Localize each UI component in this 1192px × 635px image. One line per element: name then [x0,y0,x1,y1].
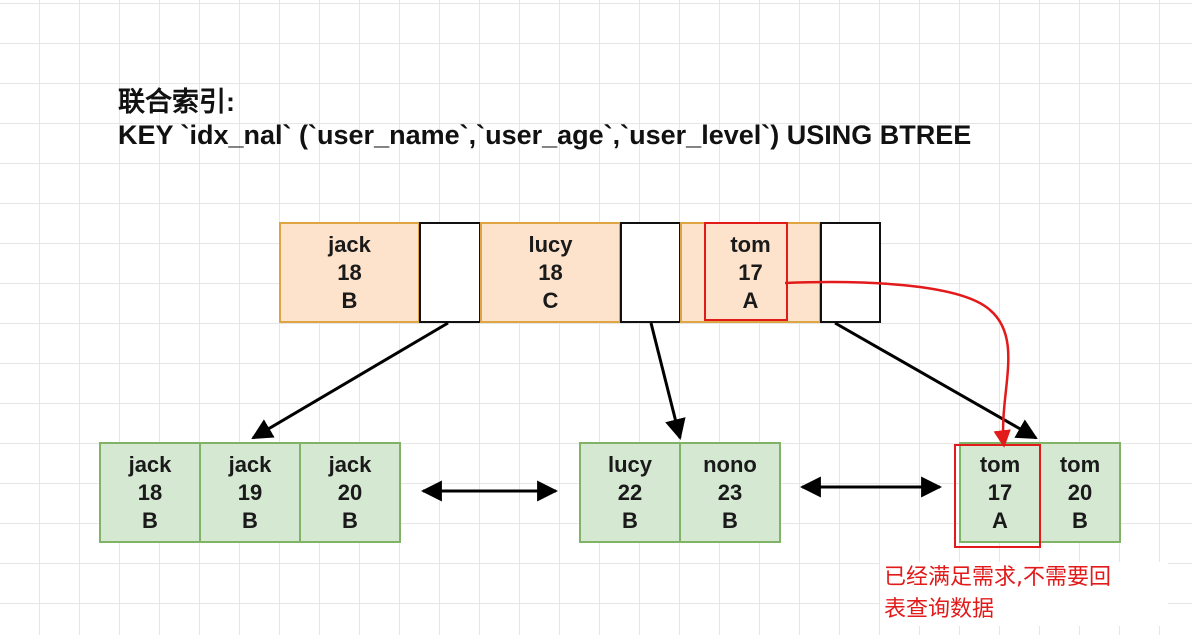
key-name: jack [228,451,272,477]
pointer-arrow-middle [649,322,686,441]
key-name: jack [128,451,172,477]
leaf-key: jack 18 B [99,442,201,543]
key-age: 18 [538,259,563,285]
key-age: 17 [738,259,763,285]
note-line-2: 表查询数据 [884,597,995,622]
key-age: 19 [237,479,263,505]
key-level: B [722,507,738,533]
highlight-box-root [704,222,788,321]
key-level: C [542,287,559,313]
pointer-arrow-left [251,321,449,440]
diagram-title: 联合索引: KEY `idx_nal` (`user_name`,`user_a… [118,86,971,152]
key-name: tom [1059,451,1101,477]
key-age: 22 [617,479,643,505]
covering-index-arrow [784,280,1011,448]
leaf-key: tom 20 B [1039,442,1121,543]
key-name: lucy [528,231,573,257]
title-heading: 联合索引: [118,87,235,117]
root-key-tom: tom 17 A [680,222,821,323]
key-name: jack [328,451,372,477]
key-level: B [342,507,358,533]
key-level: B [242,507,258,533]
key-name: nono [703,451,757,477]
root-pointer-3 [820,222,881,323]
index-definition: KEY `idx_nal` (`user_name`,`user_age`,`u… [118,120,972,150]
key-age: 20 [1067,479,1093,505]
key-age: 17 [987,479,1013,505]
key-level: B [341,287,358,313]
root-key-jack: jack 18 B [279,222,420,323]
key-level: B [622,507,638,533]
key-level: B [1072,507,1088,533]
key-name: tom [979,451,1021,477]
key-name: lucy [607,451,653,477]
key-age: 18 [137,479,163,505]
key-age: 20 [337,479,363,505]
key-age: 23 [717,479,743,505]
key-age: 18 [337,259,362,285]
leaf-key: tom 17 A [959,442,1041,543]
key-level: A [742,287,759,313]
leaf-key: jack 20 B [299,442,401,543]
leaf-key: nono 23 B [679,442,781,543]
key-level: B [142,507,158,533]
leaf-key: lucy 22 B [579,442,681,543]
key-level: A [992,507,1008,533]
annotation-note: 已经满足需求,不需要回 表查询数据 [880,562,1168,626]
key-name: jack [328,231,371,257]
key-name: tom [730,231,771,257]
note-line-1: 已经满足需求,不需要回 [884,565,1111,590]
root-pointer-2 [620,222,681,323]
leaf-key: jack 19 B [199,442,301,543]
